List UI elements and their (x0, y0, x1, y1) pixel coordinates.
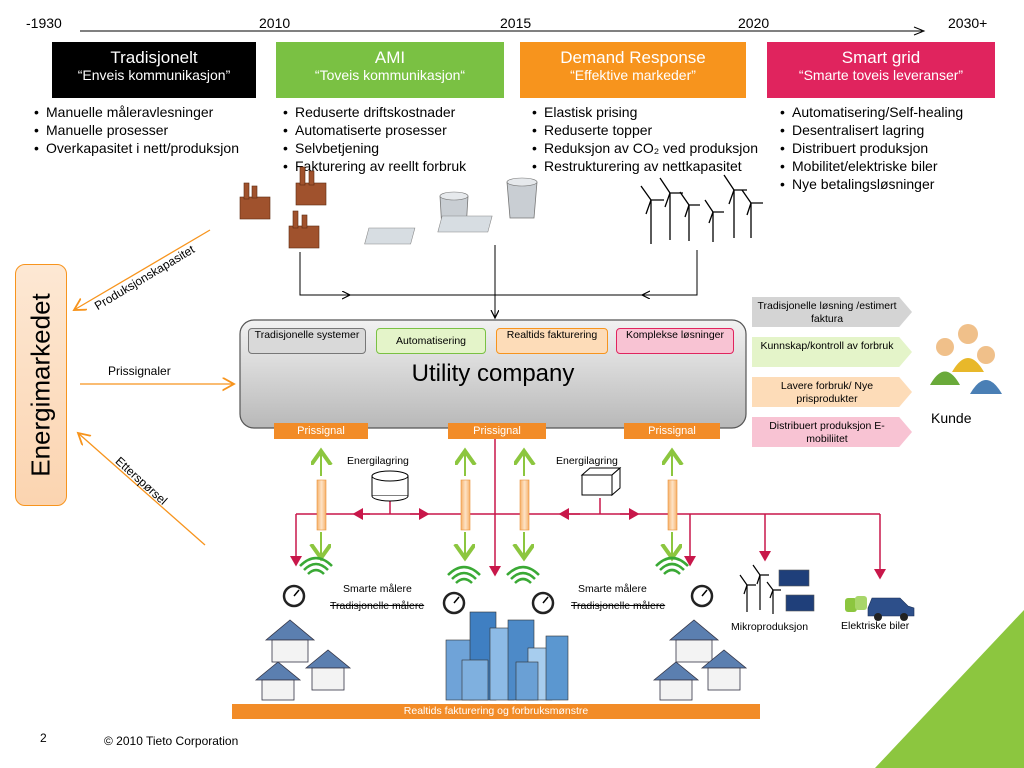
customer-label: Kunde (931, 410, 972, 426)
price-signal-2: Prissignal (448, 423, 546, 439)
module-automation: Automatisering (376, 328, 486, 354)
house-icon (254, 619, 748, 701)
benefit-distributed: Distribuert produksjon E-mobiliitet (752, 417, 912, 447)
page-number: 2 (40, 731, 47, 745)
stage-title: AMI (374, 48, 406, 67)
year-2010: 2010 (259, 15, 291, 31)
bullet: Selvbetjening (283, 139, 466, 157)
utility-title: Utility company (411, 360, 575, 387)
bullet: Manuelle prosesser (34, 121, 239, 139)
meter-icon (282, 584, 714, 615)
bullet: Overkapasitet i nett/produksjon (34, 139, 239, 157)
energy-market-box: Energimarkedet (15, 264, 67, 506)
supply-lines (299, 245, 698, 318)
bullet: Reduksjon av CO₂ ved produksjon (532, 139, 758, 157)
solar-panel-icon (778, 569, 815, 612)
price-signal-1: Prissignal (274, 423, 368, 439)
stage-subtitle: “Toveis kommunikasjon“ (314, 67, 466, 83)
distribution-lines (290, 432, 886, 580)
price-signal-pipes (316, 479, 678, 531)
bullet: Automatiserte prosesser (283, 121, 466, 139)
year-end: 2030+ (948, 15, 988, 31)
bullet: Desentralisert lagring (780, 121, 963, 139)
stage-traditional: Tradisjonelt “Enveis kommunikasjon” (52, 42, 256, 98)
signal-icon (299, 556, 689, 584)
price-arrow-label: Prissignaler (108, 364, 171, 378)
bullet: Automatisering/Self-healing (780, 103, 963, 121)
bullet: Nye betalingsløsninger (780, 175, 963, 193)
bullet: Manuelle måleravlesninger (34, 103, 239, 121)
stage-ami: AMI “Toveis kommunikasjon“ (276, 42, 504, 98)
city-buildings-icon (445, 611, 569, 701)
timeline-arrow (80, 26, 926, 36)
year-2020: 2020 (738, 15, 770, 31)
stage-title: Demand Response (560, 48, 706, 67)
year-2015: 2015 (500, 15, 532, 31)
wind-turbine-icon (640, 174, 763, 244)
traditional-meters-label-2: Tradisjonelle målere (571, 600, 666, 612)
benefit-traditional: Tradisjonelle løsning /estimert faktura (752, 297, 912, 327)
stage-subtitle: “Smarte toveis leveranser” (798, 67, 964, 83)
logo-background (875, 610, 1024, 768)
electric-cars-label: Elektriske biler (841, 620, 910, 632)
energy-market-label: Energimarkedet (25, 293, 56, 477)
customer-people-icon (930, 324, 1002, 394)
storage-box-icon (580, 466, 622, 497)
stage-subtitle: “Enveis kommunikasjon” (77, 67, 231, 83)
micro-wind-icon (739, 564, 781, 614)
benefit-knowledge: Kunnskap/kontroll av forbruk (752, 337, 912, 367)
stage-smart-grid: Smart grid “Smarte toveis leveranser” (767, 42, 995, 98)
bullets-smart-grid: Automatisering/Self-healing Desentralise… (780, 103, 963, 193)
year-start: -1930 (26, 15, 62, 31)
factory-icon (239, 166, 327, 249)
bullets-demand-response: Elastisk prising Reduserte topper Reduks… (532, 103, 758, 175)
bullet: Mobilitet/elektriske biler (780, 157, 963, 175)
electric-car-icon (845, 596, 915, 621)
benefit-lower-consumption: Lavere forbruk/ Nye prisprodukter (752, 377, 912, 407)
bullet: Reduserte driftskostnader (283, 103, 466, 121)
module-traditional: Tradisjonelle systemer (248, 328, 366, 354)
bullets-ami: Reduserte driftskostnader Automatiserte … (283, 103, 466, 175)
bullet: Reduserte topper (532, 121, 758, 139)
bullet: Distribuert produksjon (780, 139, 963, 157)
micro-production-label: Mikroproduksjon (731, 621, 809, 633)
smart-meters-label-1: Smarte målere (343, 583, 412, 595)
stage-subtitle: “Effektive markeder” (570, 67, 696, 83)
bullet: Elastisk prising (532, 103, 758, 121)
module-realtime-billing: Realtids fakturering (496, 328, 608, 354)
stage-title: Smart grid (841, 48, 921, 67)
price-signal-3: Prissignal (624, 423, 720, 439)
smart-meters-label-2: Smarte målere (578, 583, 647, 595)
market-arrows (74, 229, 234, 546)
stage-demand-response: Demand Response “Effektive markeder” (520, 42, 746, 98)
bullet: Fakturering av reellt forbruk (283, 157, 466, 175)
storage-label-2: Energilagring (556, 455, 618, 467)
power-plant-icon (364, 177, 538, 245)
storage-cylinder-icon (371, 470, 409, 502)
storage-label-1: Energilagring (347, 455, 409, 467)
stage-title: Tradisjonelt (110, 48, 198, 67)
bottom-bar: Realtids fakturering og forbruksmønstre (232, 704, 760, 719)
bullets-traditional: Manuelle måleravlesninger Manuelle prose… (34, 103, 239, 157)
two-way-arrows (321, 453, 672, 556)
traditional-meters-label-1: Tradisjonelle målere (330, 600, 425, 612)
bullet: Restrukturering av nettkapasitet (532, 157, 758, 175)
copyright: © 2010 Tieto Corporation (104, 734, 239, 748)
module-complex: Komplekse løsninger (616, 328, 734, 354)
